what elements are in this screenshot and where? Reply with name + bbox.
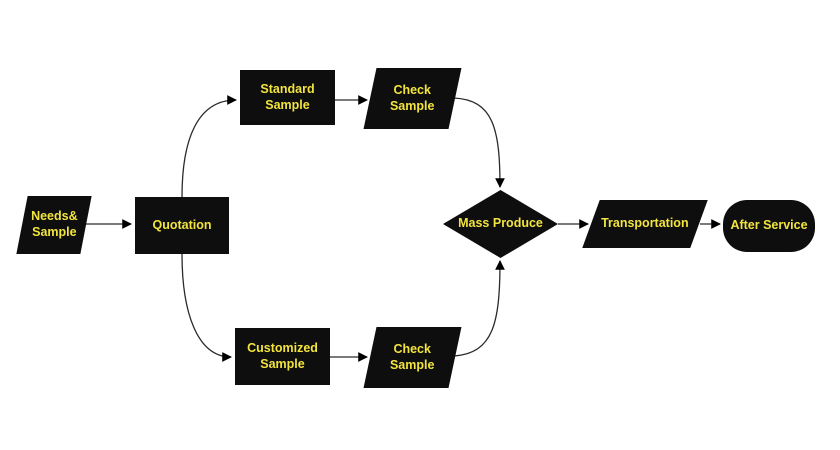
node-standard-sample: Standard Sample bbox=[240, 70, 335, 125]
node-quotation-label: Quotation bbox=[152, 217, 212, 232]
node-after-service-label: After Service bbox=[730, 218, 808, 233]
node-check-sample-bottom-label: Check Sample bbox=[390, 341, 435, 372]
node-needs-sample: Needs& Sample bbox=[16, 196, 92, 254]
node-mass-produce-label: Mass Produce bbox=[458, 216, 543, 231]
node-transportation-label: Transportation bbox=[601, 216, 689, 231]
connector-quotation-to-customized bbox=[181, 253, 232, 362]
connector-checkbottom-to-massproduce bbox=[453, 260, 505, 357]
node-quotation: Quotation bbox=[135, 197, 229, 254]
node-transportation: Transportation bbox=[582, 200, 708, 248]
node-standard-sample-label: Standard Sample bbox=[260, 81, 315, 112]
connector-quotation-to-standard bbox=[181, 95, 237, 198]
node-needs-sample-label: Needs& Sample bbox=[30, 209, 78, 239]
node-check-sample-top-label: Check Sample bbox=[390, 82, 435, 113]
node-customized-sample-label: Customized Sample bbox=[247, 340, 318, 371]
node-check-sample-bottom: Check Sample bbox=[363, 327, 462, 388]
connector-checktop-to-massproduce bbox=[453, 97, 505, 188]
node-check-sample-top: Check Sample bbox=[363, 68, 462, 129]
node-after-service: After Service bbox=[723, 200, 815, 252]
node-customized-sample: Customized Sample bbox=[235, 328, 330, 385]
